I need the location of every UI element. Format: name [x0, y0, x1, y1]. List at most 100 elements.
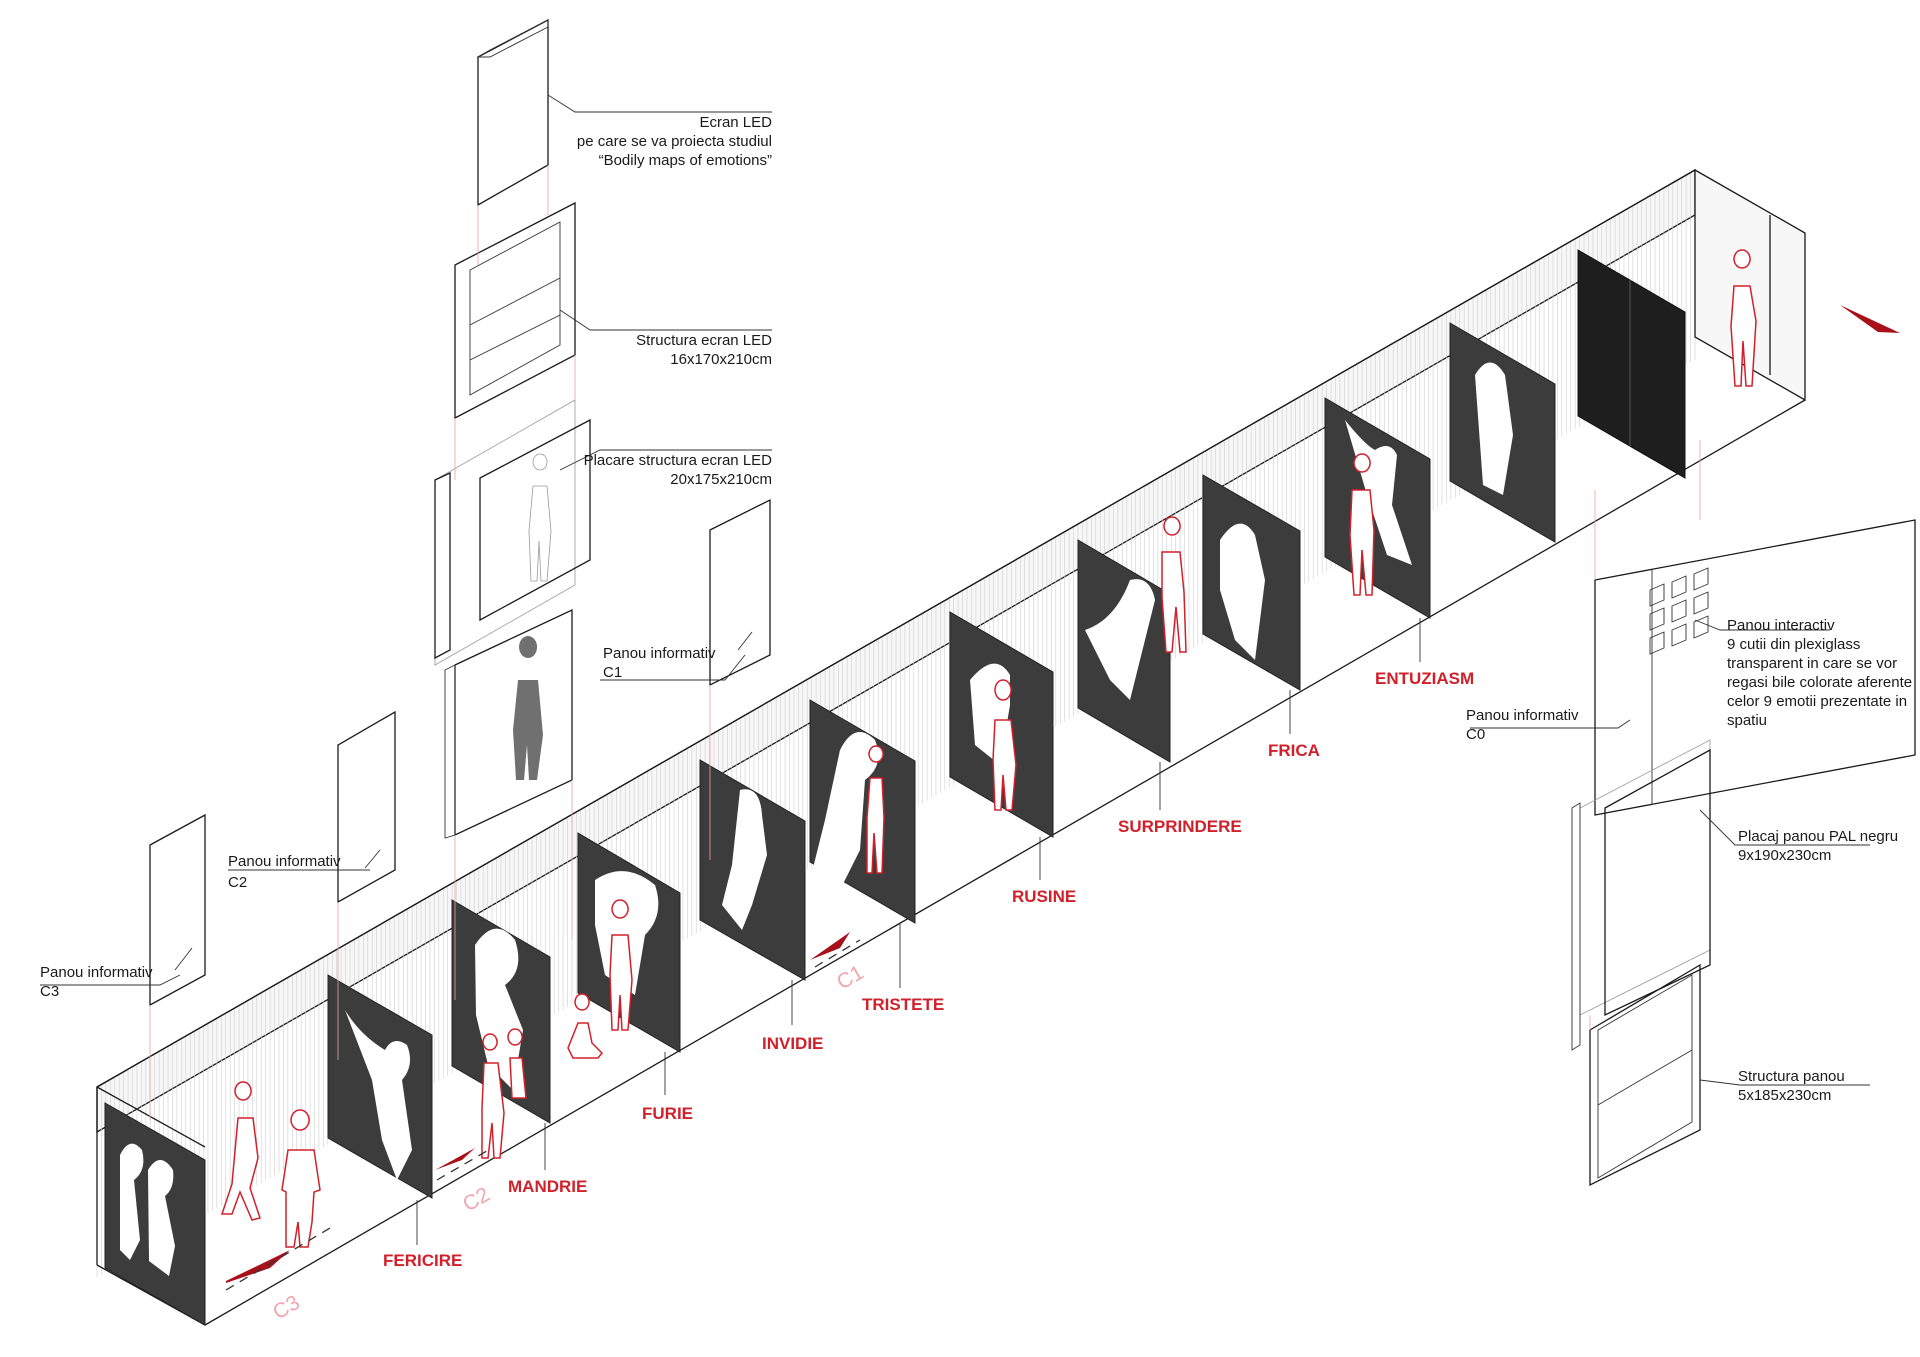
silhouette-surprindere: [1085, 579, 1155, 700]
emotion-panels: [104, 249, 1686, 1326]
pal-cladding-edge: [1571, 802, 1581, 1051]
info-c2-line1: Panou informativ: [228, 853, 341, 870]
label-entuziasm: ENTUZIASM: [1375, 669, 1474, 688]
exit-door: [1577, 249, 1686, 479]
label-furie: FURIE: [642, 1104, 693, 1123]
interactive-line2: 9 cutii din plexiglass: [1727, 636, 1860, 653]
dash-c2: [436, 1147, 493, 1181]
plexiglass-box: [1693, 591, 1709, 615]
red-guide-lines: [454, 165, 576, 1000]
info-panel-c1-mark: [737, 631, 753, 651]
led-structure-inner: [469, 221, 561, 396]
direction-arrows: [226, 305, 1900, 1283]
callout-panel-structure: [1699, 1079, 1870, 1086]
dash-c3: [225, 1227, 331, 1291]
info-panel-c2: [337, 710, 396, 904]
plexiglass-box: [1671, 599, 1687, 623]
callout-pal: [1699, 809, 1870, 846]
label-tristete: TRISTETE: [862, 995, 944, 1014]
zone-label-c2: C2: [459, 1183, 494, 1216]
info-panel-c3: [149, 813, 206, 1007]
plexiglass-box: [1693, 615, 1709, 639]
led-cladding-back: [434, 399, 576, 666]
led-screen-line2: pe care se va proiecta studiul: [577, 133, 772, 150]
visitor-child-pair: [481, 1028, 527, 1159]
info-c0-line2: C0: [1466, 726, 1485, 743]
arrow-c1: [810, 932, 850, 960]
silhouette-ecstasy: [1475, 362, 1513, 495]
interactive-panel: [1594, 519, 1916, 816]
led-screen-line1: Ecran LED: [699, 114, 772, 131]
pal-cladding: [1604, 748, 1711, 1017]
info-c1-line2: C1: [603, 664, 622, 681]
right-exploded-panel: Panou interactiv 9 cutii din plexiglass …: [1466, 440, 1916, 1187]
led-structure-line1: Structura ecran LED: [636, 332, 772, 349]
interactive-line3: transparent in care se vor: [1727, 655, 1897, 672]
plexiglass-box: [1671, 623, 1687, 647]
info-panel-c1: [709, 498, 771, 687]
emotion-labels: FERICIRE MANDRIE FURIE INVIDIE TRISTETE …: [383, 618, 1474, 1270]
info-panels: Panou informativ C1 Panou informativ C2 …: [40, 498, 771, 1120]
visitor-standing: [281, 1109, 321, 1248]
info-c3-line2: C3: [40, 983, 59, 1000]
arrow-c2: [435, 1148, 475, 1170]
right-guide-lines: [1589, 440, 1701, 1030]
label-fericire: FERICIRE: [383, 1251, 462, 1270]
info-panel-c3-mark: [174, 947, 193, 971]
led-structure-line2: 16x170x210cm: [670, 351, 772, 368]
led-screen: [477, 18, 549, 207]
visitor-rusine: [992, 679, 1017, 811]
visitor-exit-room: [1730, 249, 1757, 387]
callout-info-c0: [1470, 719, 1631, 729]
led-cladding-line2: 20x175x210cm: [670, 471, 772, 488]
callout-led-cladding: [559, 449, 772, 471]
plexiglass-box: [1649, 583, 1665, 607]
panel-structure-line1: Structura panou: [1738, 1068, 1845, 1085]
callout-info-c3: [40, 974, 181, 986]
info-panel-c2-mark: [364, 849, 381, 869]
led-panel-side: [444, 664, 456, 839]
led-cladding-line1: Placare structura ecran LED: [584, 452, 773, 469]
callout-led-structure: [559, 309, 772, 331]
panel-structure-line2: 5x185x230cm: [1738, 1087, 1831, 1104]
label-surprindere: SURPRINDERE: [1118, 817, 1242, 836]
led-screen-exploded: [434, 18, 772, 1000]
pal-line2: 9x190x230cm: [1738, 847, 1831, 864]
visitor-entuziasm: [1349, 453, 1375, 596]
callouts-led: Ecran LED pe care se va proiecta studiul…: [577, 114, 772, 488]
led-cladding-front: [479, 418, 591, 622]
silhouette-invidie: [722, 789, 767, 930]
panel-structure-bar: [1597, 1049, 1693, 1106]
label-mandrie: MANDRIE: [508, 1177, 587, 1196]
arrow-c3: [226, 1250, 290, 1283]
silhouette-tristete: [810, 732, 879, 890]
callout-interactive: [1694, 619, 1830, 631]
visitors: [220, 249, 1757, 1248]
panel-structure-inner: [1597, 974, 1693, 1179]
silhouette-fericire: [345, 1010, 412, 1180]
visitor-walking: [220, 1081, 261, 1221]
panel-structure: [1589, 963, 1701, 1187]
silhouettes: [120, 362, 1513, 1276]
plexiglass-box: [1649, 607, 1665, 631]
plexiglass-box: [1649, 631, 1665, 655]
label-frica: FRICA: [1268, 741, 1320, 760]
visitor-surprindere: [1161, 516, 1187, 653]
info-c0-line1: Panou informativ: [1466, 707, 1579, 724]
interactive-line1: Panou interactiv: [1727, 617, 1835, 634]
label-invidie: INVIDIE: [762, 1034, 823, 1053]
interactive-line6: spatiu: [1727, 712, 1767, 729]
info-c1-line1: Panou informativ: [603, 645, 716, 662]
zone-dashes: [225, 939, 861, 1291]
zone-label-c1: C1: [833, 961, 868, 994]
plexiglass-box: [1693, 567, 1709, 591]
led-structure: [454, 201, 576, 420]
visitor-sitting: [567, 993, 604, 1059]
led-structure-bar2: [469, 314, 561, 361]
wall-top-edge: [96, 169, 1696, 1088]
silhouette-c3: [120, 1143, 175, 1276]
led-panel-silhouette: [513, 636, 543, 780]
label-rusine: RUSINE: [1012, 887, 1076, 906]
led-screen-side: [476, 19, 549, 58]
silhouette-frica: [1220, 523, 1265, 660]
